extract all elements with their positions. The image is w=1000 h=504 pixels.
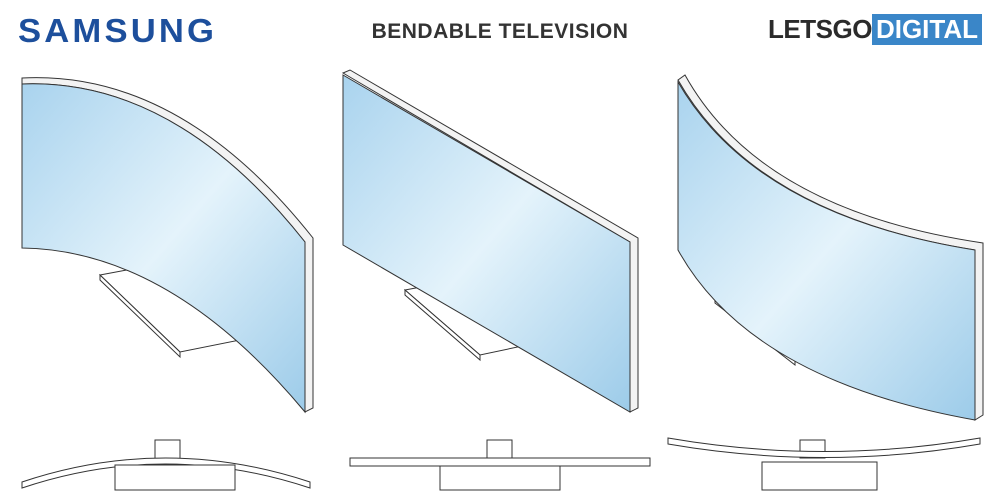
tv-screen <box>21 83 306 414</box>
top-view-flat <box>349 439 651 491</box>
letsgodigital-logo: LETSGO DIGITAL <box>768 14 982 45</box>
tv-screen <box>342 74 631 413</box>
page-title: BENDABLE TELEVISION <box>371 20 629 43</box>
samsung-logo: SAMSUNG <box>18 12 218 49</box>
curved-tv-concave <box>677 74 984 421</box>
logo-part-1: LETSGO <box>768 14 872 44</box>
top-view-concave <box>667 437 981 491</box>
tv-edge <box>677 74 984 421</box>
flat-tv <box>341 69 639 413</box>
curved-tv-convex <box>21 77 314 414</box>
tv-screen <box>677 80 976 421</box>
logo-part-2: DIGITAL <box>871 14 982 45</box>
top-view-convex <box>21 439 311 491</box>
